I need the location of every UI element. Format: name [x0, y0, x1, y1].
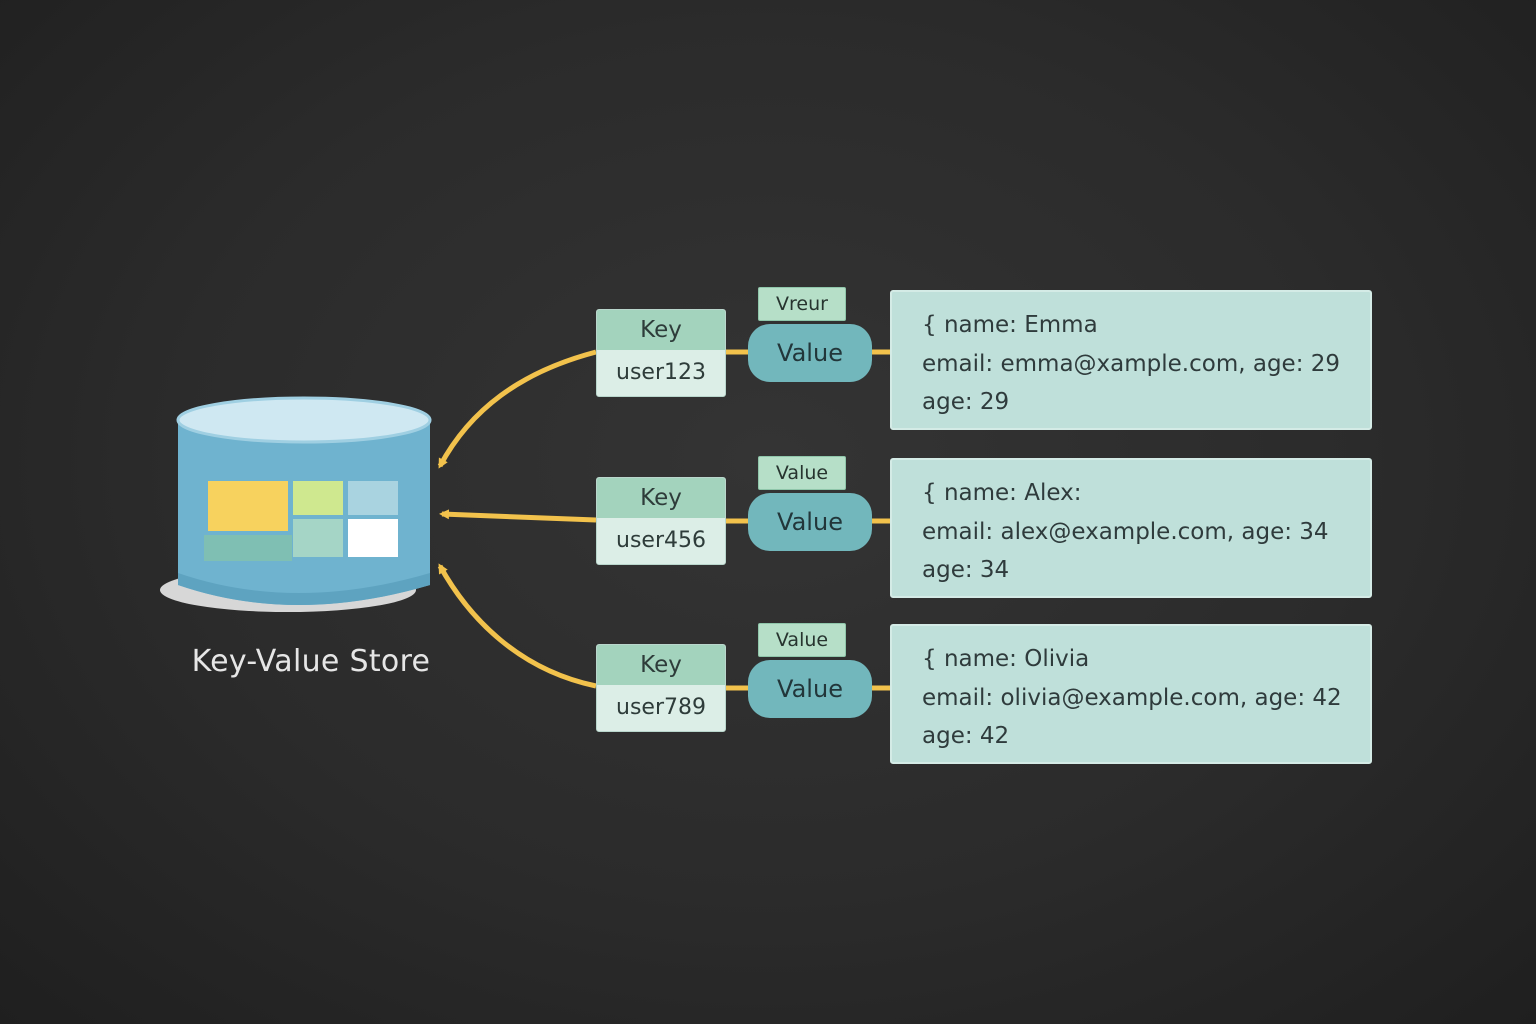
arrow-user123-to-store: [437, 349, 597, 469]
record-line: { name: Olivia: [922, 646, 1090, 672]
value-pill: Value: [748, 324, 872, 382]
data-tile: [204, 535, 292, 561]
record-line: age: 29: [922, 389, 1010, 415]
data-tile: [348, 519, 398, 557]
arrow-user456-to-store: [439, 509, 597, 523]
value-tag: Value: [758, 623, 846, 657]
record-line: age: 34: [922, 557, 1010, 583]
value-tag: Value: [758, 456, 846, 490]
key-header: Key: [597, 645, 725, 685]
record-card-alex: { name: Alex: email: alex@example.com, a…: [890, 458, 1372, 598]
record-card-emma: { name: Emma email: emma@xample.com, age…: [890, 290, 1372, 430]
key-value: user789: [616, 695, 706, 720]
data-tile: [348, 481, 398, 515]
record-line: email: emma@xample.com, age: 29: [922, 350, 1341, 377]
record-line: email: alex@example.com, age: 34: [922, 518, 1329, 545]
key-header: Key: [597, 478, 725, 518]
key-value: user456: [616, 528, 706, 553]
arrow-user789-to-store: [437, 563, 597, 689]
store-label: Key-Value Store: [191, 644, 431, 679]
key-box-user789: Key user789: [596, 644, 726, 732]
value-pill: Value: [748, 660, 872, 718]
record-line: { name: Alex:: [922, 480, 1082, 506]
data-tile: [208, 481, 288, 531]
data-tile: [293, 519, 343, 557]
key-box-user456: Key user456: [596, 477, 726, 565]
record-line: { name: Emma: [922, 312, 1098, 338]
record-line: email: olivia@example.com, age: 42: [922, 684, 1342, 711]
key-header: Key: [597, 310, 725, 350]
value-tag: Vreur: [758, 287, 846, 321]
record-line: age: 42: [922, 723, 1010, 749]
data-tile: [293, 481, 343, 515]
value-pill: Value: [748, 493, 872, 551]
database-cylinder-icon: [160, 396, 432, 612]
key-box-user123: Key user123: [596, 309, 726, 397]
key-value: user123: [616, 360, 706, 385]
record-card-olivia: { name: Olivia email: olivia@example.com…: [890, 624, 1372, 764]
